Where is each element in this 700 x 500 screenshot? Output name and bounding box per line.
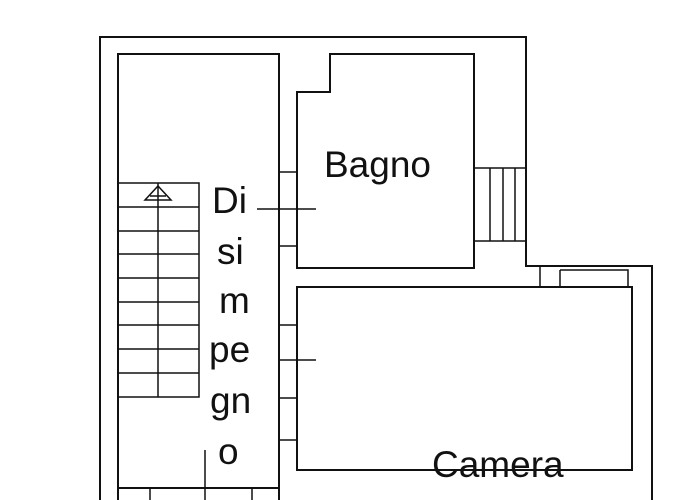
side-window-stripes [474,167,526,242]
disimpegno-line-1: Di [212,180,247,221]
disimpegno-line-3: m [219,280,250,321]
outer-wall-left-top [99,36,653,500]
camera-walls [296,286,633,471]
disimpegno-line-4: pe [209,329,250,370]
stair-direction-arrow-icon [143,184,173,201]
bagno-room [257,53,475,269]
disimpegno-label: Di si m pe gn o [209,180,251,472]
disimpegno-line-6: o [218,431,239,472]
camera-label: Camera [432,444,564,485]
staircase [117,182,200,398]
corridor [117,450,280,500]
disimpegno-line-5: gn [210,380,251,421]
camera-upper-ledge [539,266,629,287]
disimpegno-line-2: si [217,231,244,272]
camera-room [279,266,633,471]
bagno-label: Bagno [324,144,431,185]
bagno-walls [296,53,475,269]
